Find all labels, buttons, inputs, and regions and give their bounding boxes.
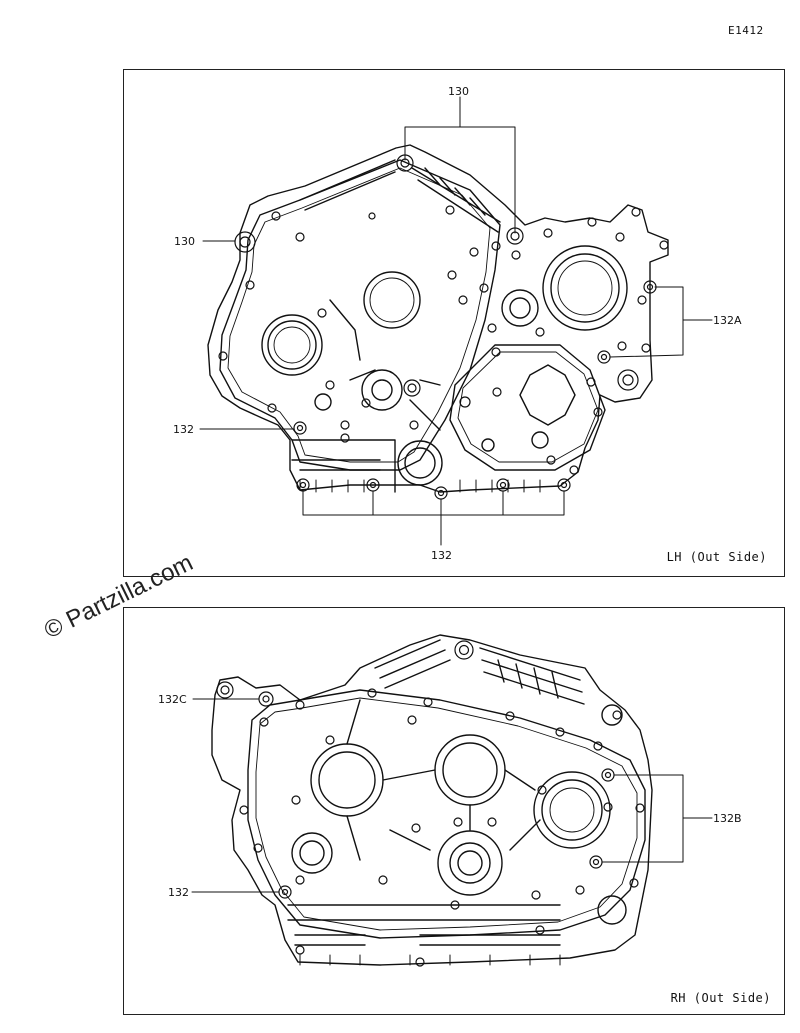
lh-output-boss <box>397 440 443 486</box>
lh-crankcase-panel: LH (Out Side) <box>123 69 785 577</box>
lh-crank-bore <box>363 271 421 329</box>
rh-center-bore <box>434 734 506 806</box>
callout-132c: 132C <box>158 693 187 706</box>
callout-132-lh-left: 132 <box>173 423 194 436</box>
callout-132a: 132A <box>713 314 742 327</box>
rh-case-outline <box>211 634 653 966</box>
callout-130-top: 130 <box>448 85 469 98</box>
lh-case-outline <box>207 144 669 493</box>
rh-pump-boss <box>437 830 503 896</box>
callout-130-left: 130 <box>174 235 195 248</box>
callout-132b: 132B <box>713 812 742 825</box>
rh-leader-lines <box>191 698 713 893</box>
rh-crankcase-drawing <box>191 634 713 967</box>
rh-bolts <box>216 640 645 967</box>
lh-cover-plate <box>449 344 606 471</box>
lh-top-ribs <box>299 159 501 233</box>
lh-view-label: LH (Out Side) <box>666 550 767 564</box>
rh-gasket-line <box>247 689 646 939</box>
rh-crankcase-panel: RH (Out Side) <box>123 607 785 1015</box>
callout-132-rh-left: 132 <box>168 886 189 899</box>
rh-oil-pan <box>287 904 561 946</box>
lh-crankcase-drawing <box>199 96 713 546</box>
lh-leader-lines <box>199 96 713 546</box>
rh-right-bore <box>533 771 611 849</box>
lh-bolts <box>218 154 669 500</box>
callout-132-lh-bottom: 132 <box>431 549 452 562</box>
rh-crank-bore <box>310 743 384 817</box>
lh-left-bore <box>261 314 323 376</box>
rh-top-ribs <box>374 639 585 705</box>
rh-view-label: RH (Out Side) <box>670 991 771 1005</box>
lh-right-bore <box>542 245 628 331</box>
lh-gear-cutout <box>519 364 576 426</box>
drawing-code: E1412 <box>728 24 764 37</box>
lh-oil-pan <box>291 439 396 493</box>
